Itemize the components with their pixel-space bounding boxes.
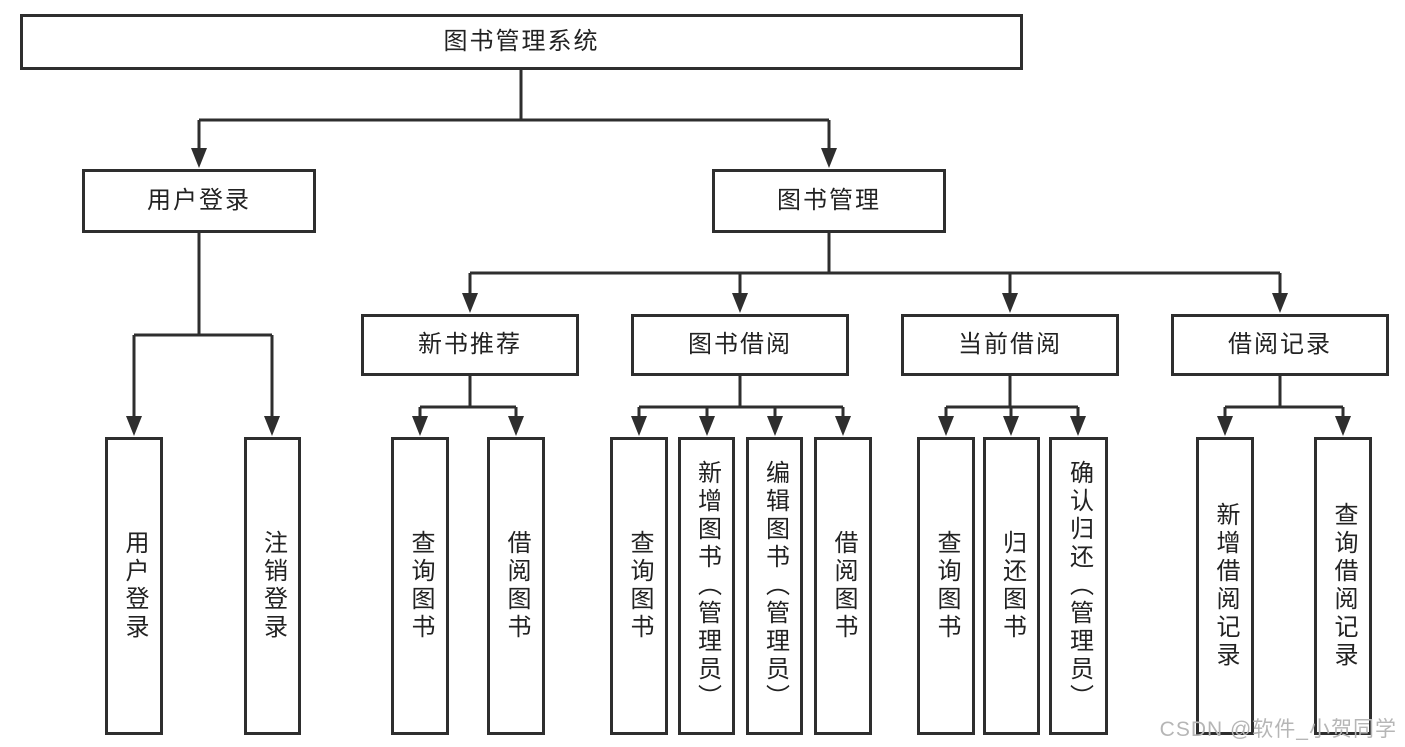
- connector-root-to-level2: [197, 70, 831, 150]
- arrowhead: [767, 416, 783, 436]
- leaf-query-borrow-record: 查询借阅记录: [1314, 437, 1372, 735]
- leaf-add-borrow-record: 新增借阅记录: [1196, 437, 1254, 735]
- arrowhead: [412, 416, 428, 436]
- arrowhead: [732, 293, 748, 313]
- arrowhead: [1070, 416, 1086, 436]
- arrowhead: [938, 416, 954, 436]
- arrowhead: [508, 416, 524, 436]
- arrowhead: [462, 293, 478, 313]
- node-book-management: 图书管理: [712, 169, 946, 233]
- leaf-edit-books-admin: 编辑图书（管理员）: [746, 437, 803, 735]
- arrowhead: [1272, 293, 1288, 313]
- arrowhead: [1335, 416, 1351, 436]
- leaf-return-books: 归还图书: [983, 437, 1040, 735]
- arrowhead: [191, 148, 207, 168]
- connector-lines: [132, 70, 1345, 418]
- arrowhead: [1002, 293, 1018, 313]
- leaf-add-books-admin: 新增图书（管理员）: [678, 437, 735, 735]
- connector-current-borrow-group: [944, 376, 1080, 418]
- arrowhead: [699, 416, 715, 436]
- leaf-borrow-books: 借阅图书: [814, 437, 872, 735]
- arrowhead: [1003, 416, 1019, 436]
- arrowhead: [1217, 416, 1233, 436]
- node-book-borrow: 图书借阅: [631, 314, 849, 376]
- node-current-borrow: 当前借阅: [901, 314, 1119, 376]
- csdn-watermark: CSDN @软件_小贺同学: [1159, 718, 1397, 741]
- arrowhead: [126, 416, 142, 436]
- arrowhead: [835, 416, 851, 436]
- node-new-book-recommend: 新书推荐: [361, 314, 579, 376]
- connector-book-management-group: [468, 233, 1282, 295]
- leaf-query-books-current: 查询图书: [917, 437, 975, 735]
- leaf-query-books-borrow: 查询图书: [610, 437, 668, 735]
- leaf-logout: 注销登录: [244, 437, 301, 735]
- leaf-user-login: 用户登录: [105, 437, 163, 735]
- connector-book-borrow-group: [637, 376, 845, 418]
- node-borrow-records: 借阅记录: [1171, 314, 1389, 376]
- connector-user-login-group: [132, 233, 274, 418]
- arrowhead: [631, 416, 647, 436]
- connector-borrow-records-group: [1223, 376, 1345, 418]
- leaf-confirm-return-admin: 确认归还（管理员）: [1049, 437, 1108, 735]
- arrowhead: [264, 416, 280, 436]
- leaf-query-books-recommend: 查询图书: [391, 437, 449, 735]
- connector-new-book-group: [418, 376, 518, 418]
- node-library-management-system: 图书管理系统: [20, 14, 1023, 70]
- leaf-borrow-books-recommend: 借阅图书: [487, 437, 545, 735]
- arrowhead: [821, 148, 837, 168]
- node-user-login: 用户登录: [82, 169, 316, 233]
